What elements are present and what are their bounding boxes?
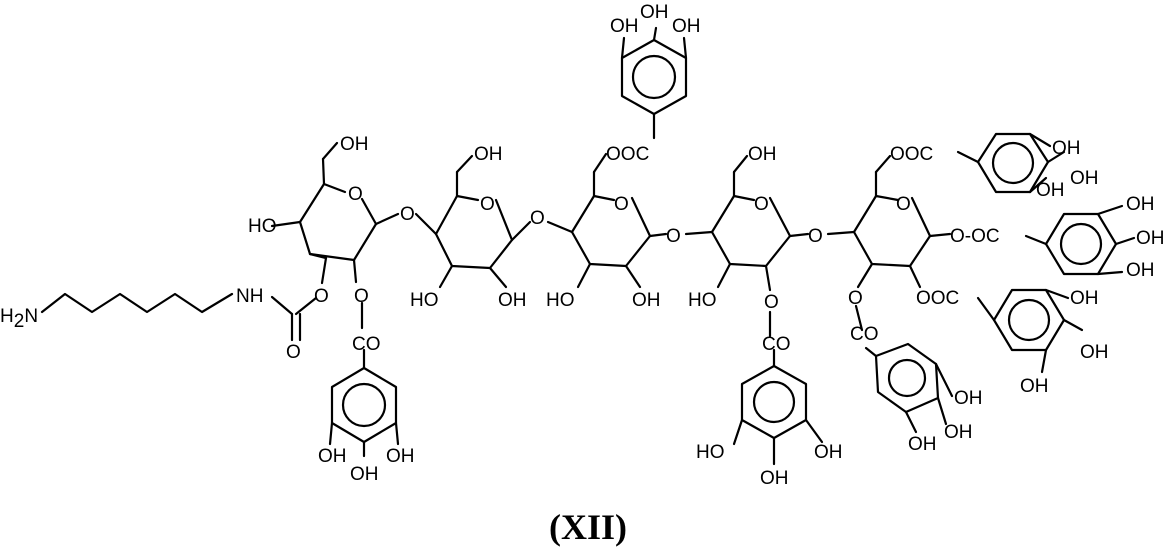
label-glyco-o-3: O — [666, 226, 681, 247]
label-carbamate-o-ester: O — [314, 286, 329, 307]
label-ring4-ester-o: O — [764, 292, 779, 313]
compound-label: (XII) — [549, 507, 627, 547]
label-ring1-o: O — [348, 184, 363, 205]
galloyl-ring-b — [620, 26, 688, 140]
label-ring5-o: O — [896, 194, 911, 215]
aminohexyl-carbamate-linker — [40, 256, 328, 342]
label-ring2-o: O — [480, 194, 495, 215]
label-nh: NH — [236, 286, 263, 307]
label-ringf-oh-bottom: OH — [760, 468, 789, 489]
sugar-ring-2 — [414, 154, 532, 289]
label-ringa-oh-bottom: OH — [350, 464, 379, 485]
label-ringd-oh-right: OH — [1136, 228, 1165, 249]
galloyl-ring-g — [864, 342, 954, 434]
label-ring3-oh-bottom: OH — [632, 290, 661, 311]
sugar-ring-5 — [826, 154, 952, 332]
galloyl-ring-c — [956, 132, 1066, 194]
label-ringb-oh-left: OH — [610, 16, 639, 37]
sugar-ring-1 — [270, 141, 400, 330]
label-ringd-oh-top: OH — [1126, 194, 1155, 215]
sugar-ring-4 — [684, 154, 810, 338]
atom-labels: H2N NH O O OH O HO O O CO OH OH OH OH O … — [0, 2, 1165, 489]
label-ring5-co: CO — [850, 324, 879, 345]
label-ring1-co: CO — [352, 334, 381, 355]
label-ring2-ho: HO — [410, 290, 439, 311]
label-ring5-ooc: OOC — [890, 144, 933, 165]
label-ringf-oh-right: OH — [814, 442, 843, 463]
label-ringg-oh-right: OH — [954, 388, 983, 409]
label-ringg-oh-bottom: OH — [908, 434, 937, 455]
label-ringb-oh-right: OH — [672, 16, 701, 37]
label-ringd-oh-bottom: OH — [1126, 260, 1155, 281]
label-ringe-oh-bottom: OH — [1020, 376, 1049, 397]
label-ringf-ho: HO — [696, 442, 725, 463]
label-ring3-ooc: OOC — [606, 144, 649, 165]
label-ringc-oh-right: OH — [1070, 168, 1099, 189]
label-ring3-o: O — [614, 194, 629, 215]
label-ring4-o: O — [754, 194, 769, 215]
label-ringa-oh-right: OH — [386, 446, 415, 467]
label-glyco-o-1: O — [400, 204, 415, 225]
galloyl-ring-e — [976, 288, 1084, 374]
label-ring2-oh: OH — [474, 144, 503, 165]
label-ringc-oh-top: OH — [1052, 138, 1081, 159]
label-ring1-ester-o: O — [354, 286, 369, 307]
sugar-ring-3 — [546, 152, 668, 289]
label-ring3-ho: HO — [546, 290, 575, 311]
label-ring5-ester-o: O — [848, 288, 863, 309]
label-ringa-oh-left: OH — [318, 446, 347, 467]
galloyl-ring-d — [1024, 204, 1136, 276]
label-ringe-oh-right: OH — [1080, 342, 1109, 363]
label-ring1-ho: HO — [248, 216, 277, 237]
label-glyco-o-2: O — [530, 208, 545, 229]
galloyl-ring-f — [732, 348, 824, 466]
label-ring2-oh-bottom: OH — [498, 290, 527, 311]
label-carbamate-o: O — [286, 342, 301, 363]
label-glyco-o-4: O — [808, 226, 823, 247]
label-ring5-anomeric-ooc: O-OC — [950, 226, 1000, 247]
label-ring5-ooc-lower: OOC — [916, 288, 959, 309]
label-ring4-co: CO — [762, 334, 791, 355]
label-ringe-oh-top: OH — [1070, 288, 1099, 309]
label-ringc-oh-bottom: OH — [1036, 180, 1065, 201]
label-ringb-oh-top: OH — [640, 2, 669, 23]
galloyl-ring-a — [328, 348, 400, 458]
label-ring4-oh: OH — [748, 144, 777, 165]
label-h2n: H2N — [0, 306, 38, 332]
label-ring4-ho: HO — [688, 290, 717, 311]
label-ringg-oh-lower-right: OH — [944, 422, 973, 443]
label-ring1-oh: OH — [340, 134, 369, 155]
